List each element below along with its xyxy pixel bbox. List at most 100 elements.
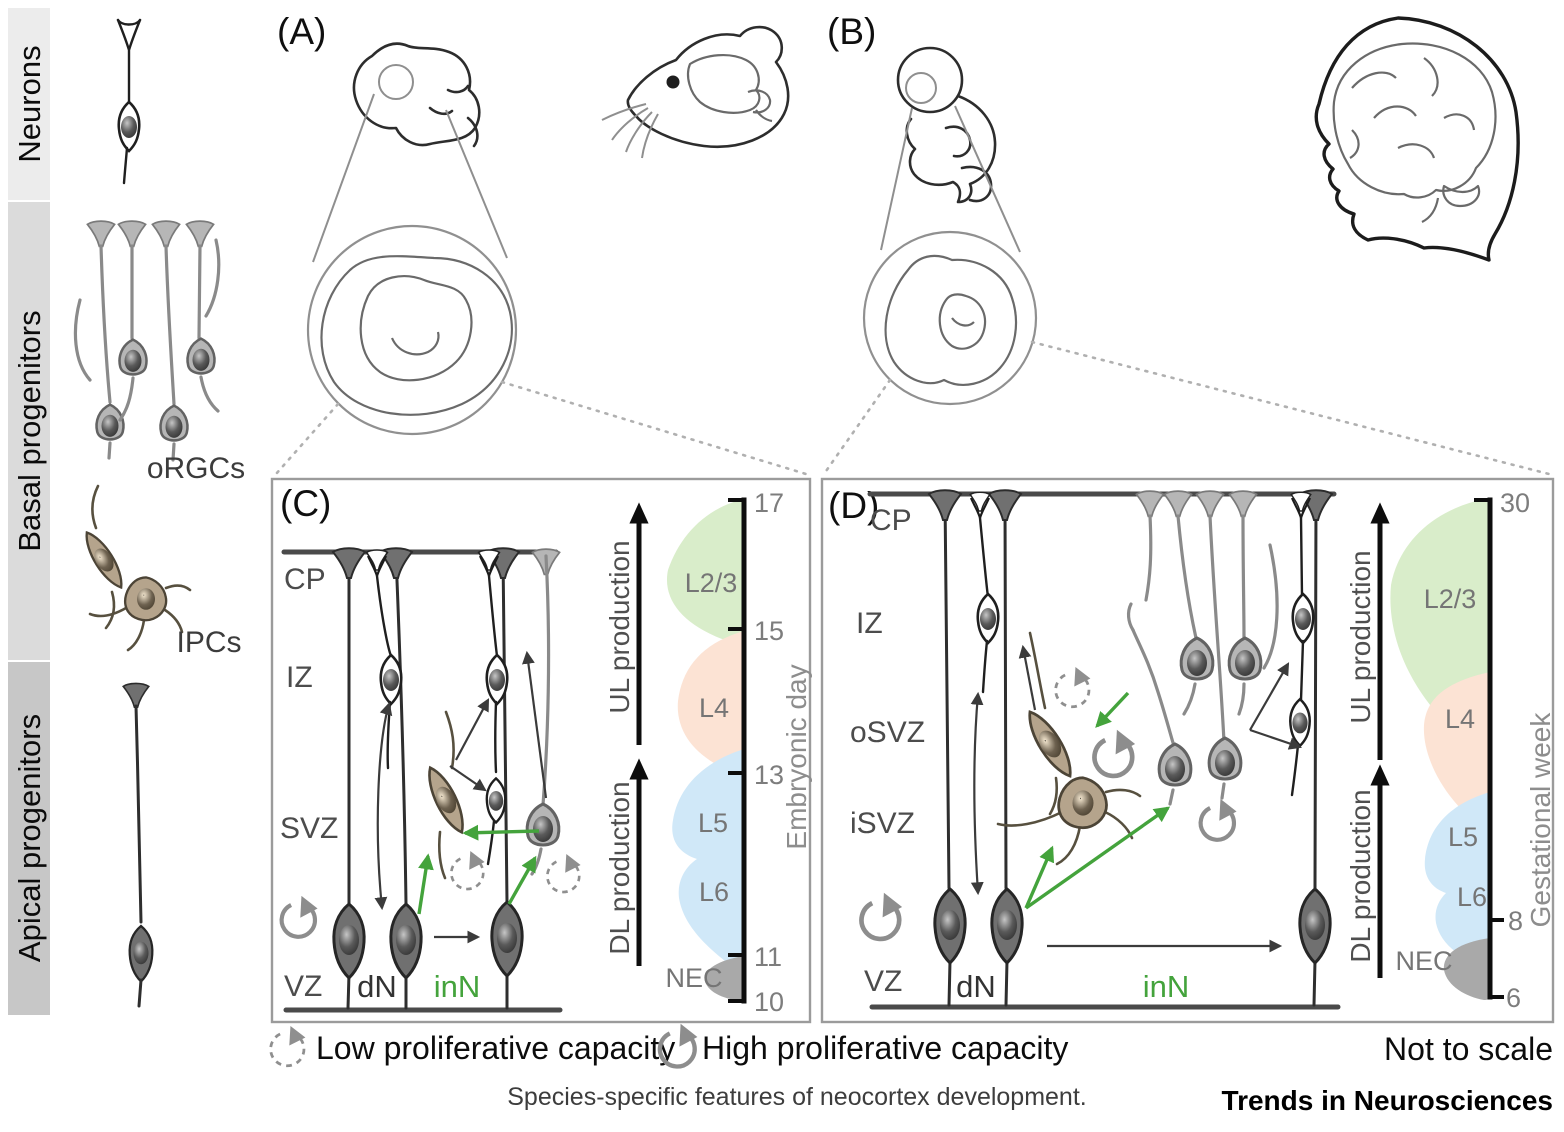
embryonic-day-axis-label: Embryonic day [781,664,812,849]
panel-d-layer-violins: L2/3 L4 L5 L6 NEC [1390,498,1490,1000]
layer-l23-label-c: L2/3 [685,568,738,598]
mouse-eye [666,75,680,89]
dotted-link-a-left [274,402,340,476]
panel-d-green-arrows [1024,691,1171,910]
journal-name: Trends in Neurosciences [1222,1085,1553,1116]
legend-low-label: Low proliferative capacity [316,1030,675,1066]
panel-d: (D) L2/3 L4 L5 L6 NEC 30 8 6 Gestational… [820,477,1556,1024]
layer-l23-bump [666,499,744,646]
band-apical-label: Apical progenitors [12,714,47,962]
tick-e17: 17 [754,488,784,518]
layer-l5-l6-bump [672,749,744,975]
layer-l23-label-d: L2/3 [1424,584,1477,614]
panel-c-green-arrows [417,824,540,915]
panel-c: (C) L2/3 L4 L5 L6 NEC 17 15 13 11 10 Emb… [270,477,812,1024]
inn-label-d: inN [1143,969,1190,1004]
mouse-head-drawing [601,25,790,159]
layer-l5-label-d: L5 [1448,822,1478,852]
footer: Not to scale Species-specific features o… [507,1031,1553,1116]
tick-gw8: 8 [1508,906,1523,936]
zone-isvz-d: iSVZ [850,807,915,840]
panel-c-cells [332,547,561,1010]
zone-svz-c: SVZ [280,812,338,845]
layer-l5-l6-bump-d [1424,792,1490,968]
gestational-week-axis-label: Gestational week [1525,712,1556,928]
mouse-brain-section [320,255,513,416]
zone-iz-d: IZ [856,607,883,640]
layer-nec-label-c: NEC [665,963,722,993]
dotted-link-a-right [500,380,808,476]
dn-label-d: dN [956,969,996,1004]
layer-l6-label-d: L6 [1457,882,1487,912]
orgcs-label: oRGCs [147,452,245,485]
magnifier-circle-mouse [306,224,518,436]
panel-c-letter: (C) [280,483,331,524]
neuron-cell-icon [116,18,142,185]
figure-caption: Species-specific features of neocortex d… [507,1083,1086,1111]
panel-d-cells [928,489,1333,1007]
tick-e15: 15 [754,616,784,646]
magnifier-circle-human [862,230,1038,406]
dotted-link-b-right [1030,340,1551,476]
tick-e10: 10 [754,987,784,1017]
dn-label-c: dN [357,969,397,1004]
apical-progenitor-icon [122,682,154,1008]
mouse-whiskers [601,103,659,159]
zone-osvz-d: oSVZ [850,716,925,749]
mouse-embryo-drawing [352,42,481,148]
dl-production-label-d: DL production [1345,789,1376,962]
panel-a-letter: (A) [277,11,326,52]
panel-b-letter: (B) [827,11,876,52]
ipcs-label: IPCs [176,626,241,659]
layer-l6-label-c: L6 [699,877,729,907]
layer-l4-bump-d [1423,672,1490,833]
layer-l5-label-c: L5 [698,808,728,838]
band-basal-progenitors [8,202,50,660]
tick-e13: 13 [754,760,784,790]
layer-l4-bump [677,631,744,776]
zone-vz-c: VZ [284,970,322,1003]
human-head-drawing [1314,16,1520,262]
panel-c-arrows [374,650,548,944]
panel-d-arrows [970,644,1303,953]
panel-a: (A) [274,11,808,476]
dotted-link-b-left [822,378,892,476]
band-neurons-label: Neurons [12,45,47,162]
panel-c-production-arrows: UL production DL production [604,502,649,966]
legend-low-icon [269,1024,307,1068]
tick-e11: 11 [754,942,782,972]
sidebar: Neurons Basal progenitors Apical progeni… [8,8,245,1015]
not-to-scale-label: Not to scale [1384,1031,1553,1067]
zone-vz-d: VZ [864,965,902,998]
magnifier-cone-right-b [954,105,1021,253]
panel-d-production-arrows: UL production DL production [1345,502,1390,978]
dl-production-label-c: DL production [604,781,635,954]
ul-production-label-d: UL production [1345,550,1376,723]
band-apical-progenitors [8,662,50,1015]
panel-b: (B) [822,11,1551,476]
zone-cp-c: CP [284,563,326,596]
ipc-cells-icon [78,484,192,652]
band-basal-label: Basal progenitors [12,310,47,551]
layer-nec-bump [704,956,744,1001]
panel-c-layer-violins: L2/3 L4 L5 L6 NEC [665,499,744,1001]
orgc-cells-icon [73,220,221,462]
tick-gw30: 30 [1500,488,1530,518]
human-brain-section [884,254,1018,386]
tick-gw6: 6 [1506,983,1521,1013]
inn-label-c: inN [434,969,481,1004]
magnifier-cone-left-b [880,107,913,251]
zone-iz-c: IZ [286,661,313,694]
magnifier-cone-left [312,93,375,263]
human-fetus-drawing [896,46,997,204]
band-neurons [8,8,50,200]
panel-c-time-axis: 17 15 13 11 10 Embryonic day [728,488,812,1017]
legend: Low proliferative capacity High prolifer… [269,1024,1068,1068]
layer-l4-label-c: L4 [699,693,729,723]
layer-nec-bump-d [1443,938,1490,1000]
layer-nec-label-d: NEC [1395,946,1452,976]
magnifier-cone-right [445,109,508,259]
ul-production-label-c: UL production [604,540,635,713]
